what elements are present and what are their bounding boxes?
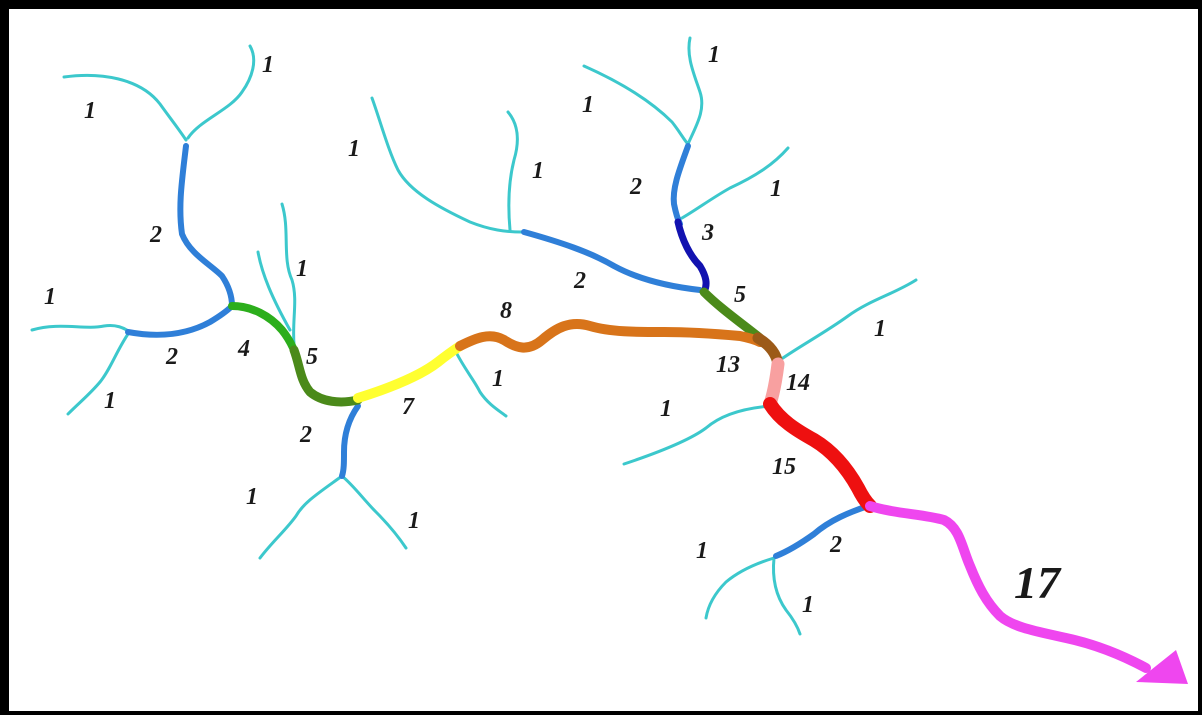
stream-8 (455, 318, 765, 353)
label-2: 2 (829, 532, 842, 558)
stream-1c (30, 324, 132, 334)
stream-1b (186, 44, 256, 140)
label-4: 4 (237, 336, 250, 362)
stream-1k (454, 350, 508, 418)
stream-17 (865, 501, 1151, 673)
label-1: 1 (246, 484, 258, 510)
label-1: 1 (104, 388, 116, 414)
label-1: 1 (660, 396, 672, 422)
stream-1o (778, 278, 918, 362)
stream-1n (680, 146, 790, 220)
stream-2f (773, 503, 871, 559)
label-1: 1 (296, 256, 308, 282)
stream-2d (521, 229, 703, 293)
label-15: 15 (772, 454, 796, 480)
label-17: 17 (1014, 557, 1062, 608)
stream-5b (699, 287, 765, 343)
outlet-arrow-head (1136, 650, 1188, 684)
label-1: 1 (492, 366, 504, 392)
label-1: 1 (582, 92, 594, 118)
label-13: 13 (716, 352, 740, 378)
label-7: 7 (402, 394, 415, 420)
label-14: 14 (786, 370, 810, 396)
label-5: 5 (306, 344, 318, 370)
stream-1f (256, 250, 292, 332)
stream-1m (686, 36, 704, 146)
label-2: 2 (629, 174, 642, 200)
label-1: 1 (874, 316, 886, 342)
label-2: 2 (299, 422, 312, 448)
label-2: 2 (165, 344, 178, 370)
label-1: 1 (696, 538, 708, 564)
stream-7 (353, 341, 465, 403)
label-1: 1 (84, 98, 96, 124)
stream-4 (228, 302, 298, 354)
stream-5a (289, 345, 363, 407)
stream-15 (763, 397, 877, 513)
stream-1r (772, 556, 802, 636)
label-1: 1 (770, 176, 782, 202)
label-1: 1 (708, 42, 720, 68)
label-5: 5 (734, 282, 746, 308)
label-1: 1 (802, 592, 814, 618)
stream-2e (670, 143, 691, 227)
stream-1e (280, 202, 297, 346)
label-1: 1 (262, 52, 274, 78)
order-1-streams (30, 36, 918, 636)
stream-1h (340, 474, 408, 550)
label-1: 1 (44, 284, 56, 310)
label-8: 8 (500, 298, 512, 324)
order-labels: 1 1 2 1 2 1 4 1 5 2 7 1 1 1 1 8 1 2 1 1 … (44, 42, 1062, 618)
label-1: 1 (408, 508, 420, 534)
label-2: 2 (149, 222, 162, 248)
stream-1p (622, 404, 772, 466)
stream-1g (258, 474, 344, 560)
order-2-streams (125, 143, 871, 559)
stream-1j (506, 110, 519, 232)
stream-1i (370, 96, 524, 234)
stream-2b (125, 303, 235, 338)
stream-2a (177, 143, 235, 309)
stream-1q (704, 556, 776, 620)
label-1: 1 (348, 136, 360, 162)
stream-1d (66, 332, 130, 416)
label-2: 2 (573, 268, 586, 294)
label-3: 3 (701, 220, 714, 246)
label-1: 1 (532, 158, 544, 184)
stream-1a (62, 73, 188, 142)
stream-3 (674, 218, 710, 296)
stream-2c (339, 403, 361, 479)
stream-1l (582, 64, 690, 146)
